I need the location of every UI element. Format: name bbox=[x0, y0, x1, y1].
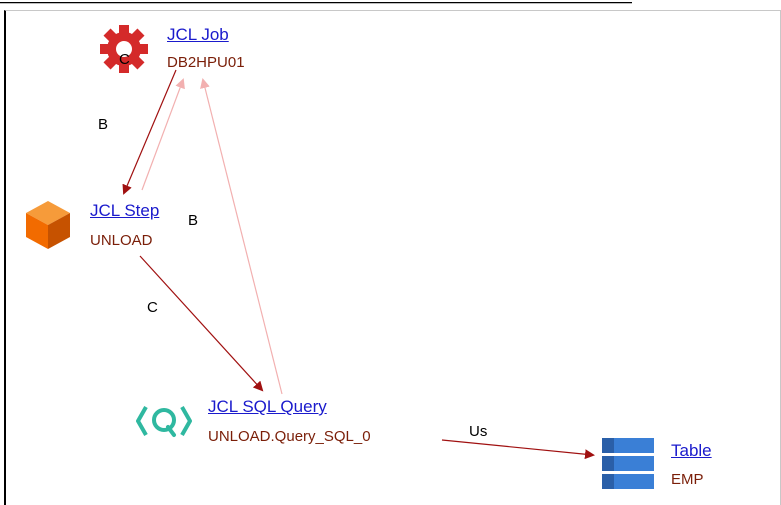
node-title-jcl-sql-query[interactable]: JCL SQL Query bbox=[208, 397, 327, 416]
edge-label-job-to-step: B bbox=[98, 116, 109, 133]
sql-query-icon bbox=[136, 401, 192, 441]
edge-query-to-job[interactable] bbox=[200, 78, 283, 395]
node-subtitle-table: EMP bbox=[671, 471, 704, 488]
gear-icon bbox=[99, 24, 149, 74]
table-icon bbox=[602, 438, 656, 492]
edge-label-job-inner: C bbox=[119, 51, 130, 68]
edge-job-to-step[interactable] bbox=[122, 69, 177, 195]
node-title-jcl-job[interactable]: JCL Job bbox=[167, 25, 229, 44]
edge-step-to-query[interactable] bbox=[139, 255, 264, 392]
node-title-jcl-step[interactable]: JCL Step bbox=[90, 201, 160, 220]
edge-step-to-job-light[interactable] bbox=[141, 78, 185, 191]
top-divider bbox=[0, 2, 632, 3]
node-subtitle-jcl-sql-query: UNLOAD.Query_SQL_0 bbox=[208, 428, 371, 445]
edge-label-query-to-job: B bbox=[188, 212, 199, 229]
node-title-table[interactable]: Table bbox=[671, 441, 712, 460]
node-subtitle-jcl-step: UNLOAD bbox=[90, 232, 153, 249]
edge-query-to-table[interactable] bbox=[441, 439, 595, 460]
edge-label-query-to-table: Us bbox=[469, 423, 488, 440]
node-subtitle-jcl-job: DB2HPU01 bbox=[167, 54, 245, 71]
edge-label-step-to-query: C bbox=[147, 299, 158, 316]
top-divider-shadow bbox=[0, 3, 632, 4]
cube-icon bbox=[24, 199, 72, 251]
